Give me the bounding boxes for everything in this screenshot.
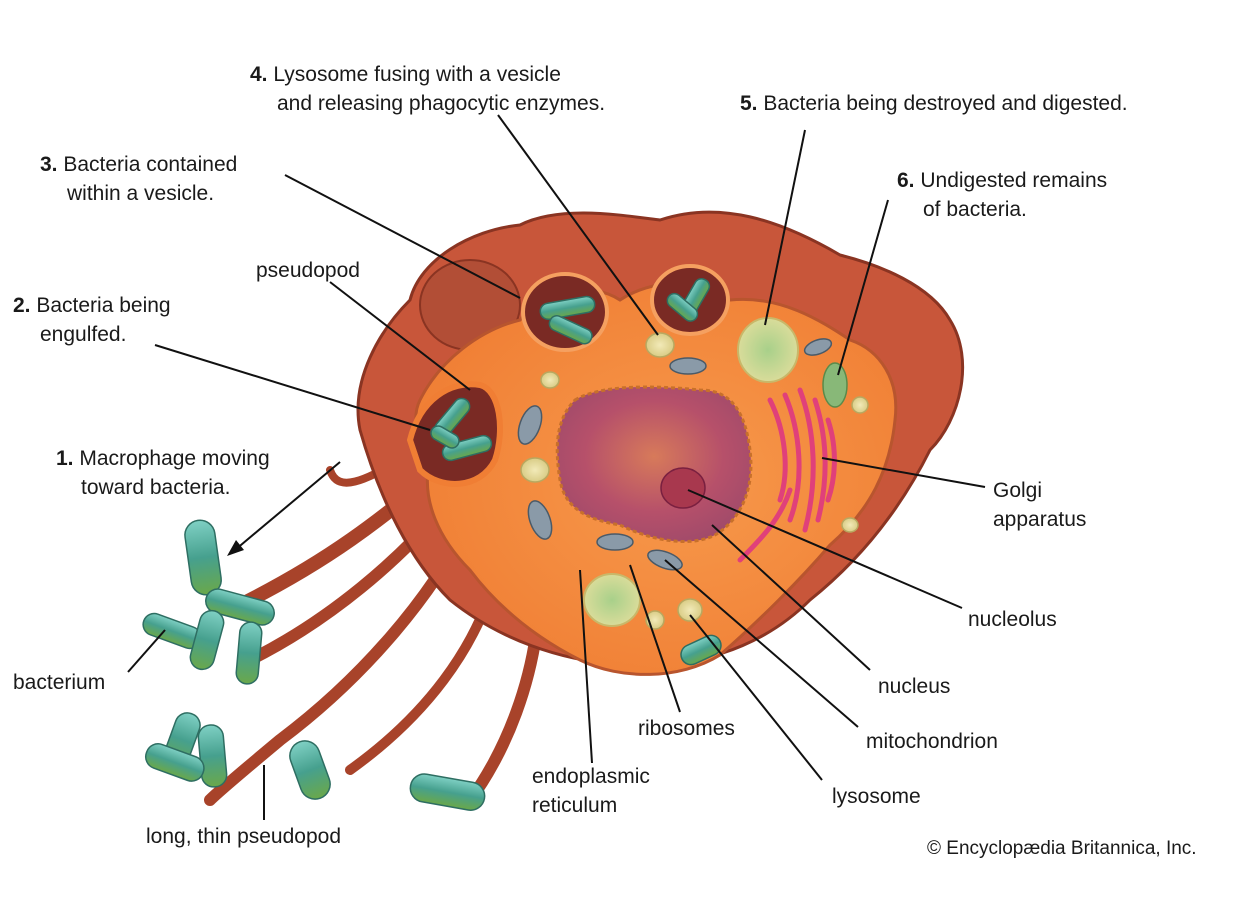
step-3-label: 3. Bacteria contained within a vesicle. (40, 153, 238, 205)
golgi-apparatus (737, 387, 837, 563)
arrow-head (227, 540, 244, 556)
nucleus-label: nucleus (878, 675, 951, 698)
mitochondrion-label: mitochondrion (866, 730, 998, 753)
pseudopod-label: pseudopod (256, 259, 360, 282)
lysosomes (520, 332, 869, 630)
ribosomes-label: ribosomes (638, 717, 735, 740)
step-4-label: 4. Lysosome fusing with a vesicle and re… (250, 63, 606, 115)
lysosome-label: lysosome (832, 785, 921, 808)
leader-lines (127, 114, 986, 820)
undigested-remains (822, 362, 848, 408)
free-bacteria (142, 519, 722, 811)
nucleolus-label: nucleolus (968, 608, 1057, 631)
bacterium-label: bacterium (13, 671, 106, 694)
step-6-label: 6. Undigested remains of bacteria. (897, 169, 1108, 221)
digesting-vesicle-lower (583, 573, 641, 627)
step-2-label: 2. Bacteria being engulfed. (13, 294, 171, 346)
copyright-notice: © Encyclopædia Britannica, Inc. (927, 838, 1197, 859)
digesting-vesicle (737, 317, 799, 383)
long-thin-pseudopod-label: long, thin pseudopod (146, 825, 341, 848)
nucleolus (660, 467, 706, 509)
step-1-label: 1. Macrophage moving toward bacteria. (56, 447, 270, 499)
nucleus (555, 385, 753, 544)
bacteria-in-vesicles (430, 277, 711, 462)
step-5-label: 5. Bacteria being destroyed and digested… (740, 92, 1128, 115)
